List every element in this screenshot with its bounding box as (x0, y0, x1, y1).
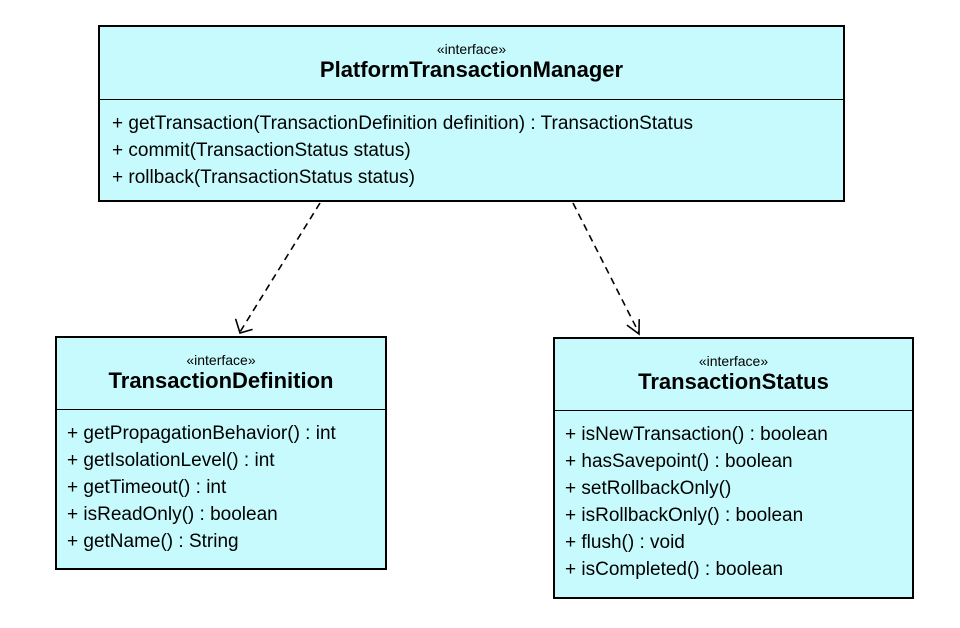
operation: + getTimeout() : int (67, 477, 227, 498)
operation: + getPropagationBehavior() : int (67, 423, 336, 444)
open-arrowhead (234, 318, 253, 334)
stereotype-label: «interface» (698, 353, 769, 369)
operation: + flush() : void (565, 532, 685, 553)
dependency-ptm-to-transaction-definition (234, 202, 321, 334)
operations-compartment: + getTransaction(TransactionDefinition d… (100, 100, 843, 191)
class-header: «interface» TransactionDefinition (57, 338, 385, 410)
operation: + getTransaction(TransactionDefinition d… (112, 113, 694, 134)
operation: + setRollbackOnly() (565, 478, 732, 499)
class-name: PlatformTransactionManager (319, 57, 624, 82)
transaction-status-interface: «interface» TransactionStatus + isNewTra… (553, 337, 914, 599)
operations-compartment: + getPropagationBehavior() : int + getIs… (57, 410, 385, 555)
operation: + getName() : String (67, 531, 239, 552)
operation: + getIsolationLevel() : int (67, 450, 275, 471)
operations-compartment: + isNewTransaction() : boolean + hasSave… (555, 411, 912, 583)
operation: + isRollbackOnly() : boolean (565, 505, 804, 526)
open-arrowhead (626, 319, 640, 336)
stereotype-label: «interface» (186, 352, 256, 368)
dashed-dependency-line (239, 202, 321, 333)
operation: + isReadOnly() : boolean (67, 504, 278, 525)
stereotype-label: «interface» (436, 41, 507, 57)
platform-transaction-manager-interface: «interface» PlatformTransactionManager +… (98, 25, 845, 202)
class-header: «interface» TransactionStatus (555, 339, 912, 411)
operation: + isNewTransaction() : boolean (565, 424, 828, 445)
operation: + isCompleted() : boolean (565, 559, 784, 580)
dependency-ptm-to-transaction-status (572, 202, 640, 336)
transaction-definition-interface: «interface» TransactionDefinition + getP… (55, 336, 387, 570)
class-header: «interface» PlatformTransactionManager (100, 27, 843, 100)
operation: + commit(TransactionStatus status) (112, 140, 411, 161)
operation: + rollback(TransactionStatus status) (112, 167, 415, 188)
class-name: TransactionDefinition (108, 368, 334, 393)
class-name: TransactionStatus (638, 369, 829, 394)
dashed-dependency-line (572, 202, 640, 334)
operation: + hasSavepoint() : boolean (565, 451, 793, 472)
